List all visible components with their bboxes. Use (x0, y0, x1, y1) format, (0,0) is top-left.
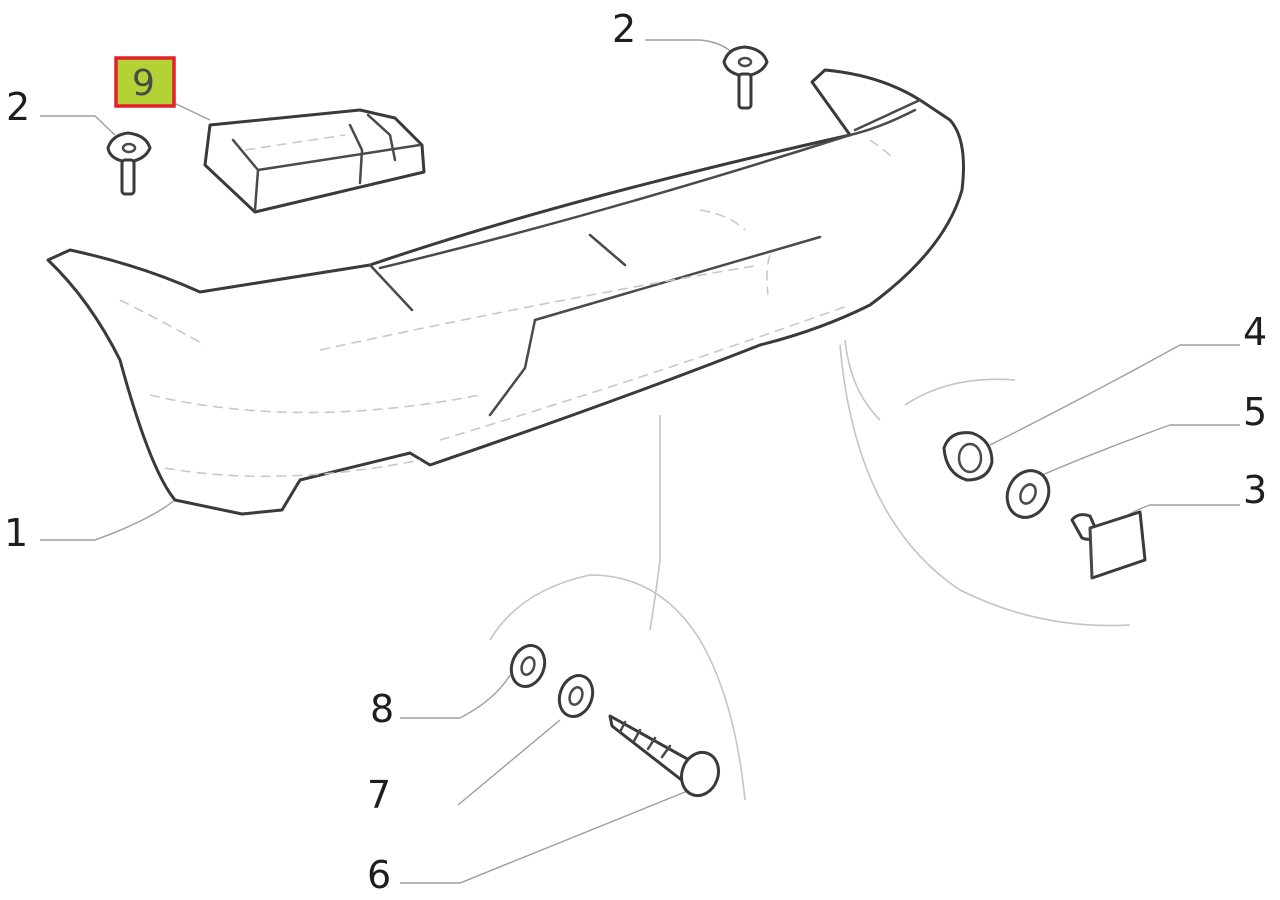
callout-9-highlight[interactable]: 9 (114, 56, 176, 108)
part-2-clip-right (722, 45, 769, 110)
callout-labels: 1 2 2 3 4 5 6 7 8 (4, 7, 1267, 897)
callout-7: 7 (367, 773, 391, 817)
part-5-washer (1005, 469, 1051, 519)
callout-1: 1 (4, 511, 28, 555)
leader-lines (40, 39, 1240, 884)
callout-3: 3 (1243, 468, 1267, 512)
callout-2-left: 2 (6, 85, 30, 129)
callout-8: 8 (370, 687, 394, 731)
assembly-guides (489, 339, 1131, 801)
callout-5: 5 (1243, 390, 1267, 434)
callout-9: 9 (132, 63, 155, 104)
part-8-washer (509, 644, 547, 688)
callout-6: 6 (367, 853, 391, 897)
callout-4: 4 (1243, 310, 1267, 354)
part-4-nut (942, 431, 994, 482)
part-6-screw (608, 714, 721, 798)
part-3-stud-plate (1070, 510, 1147, 580)
part-7-washer (557, 674, 595, 718)
part-2-clip-left (106, 131, 152, 196)
part-9-bracket (203, 108, 426, 214)
highlight-box (114, 56, 176, 108)
part-1-bumper (46, 68, 965, 516)
callout-2-right: 2 (612, 7, 636, 51)
